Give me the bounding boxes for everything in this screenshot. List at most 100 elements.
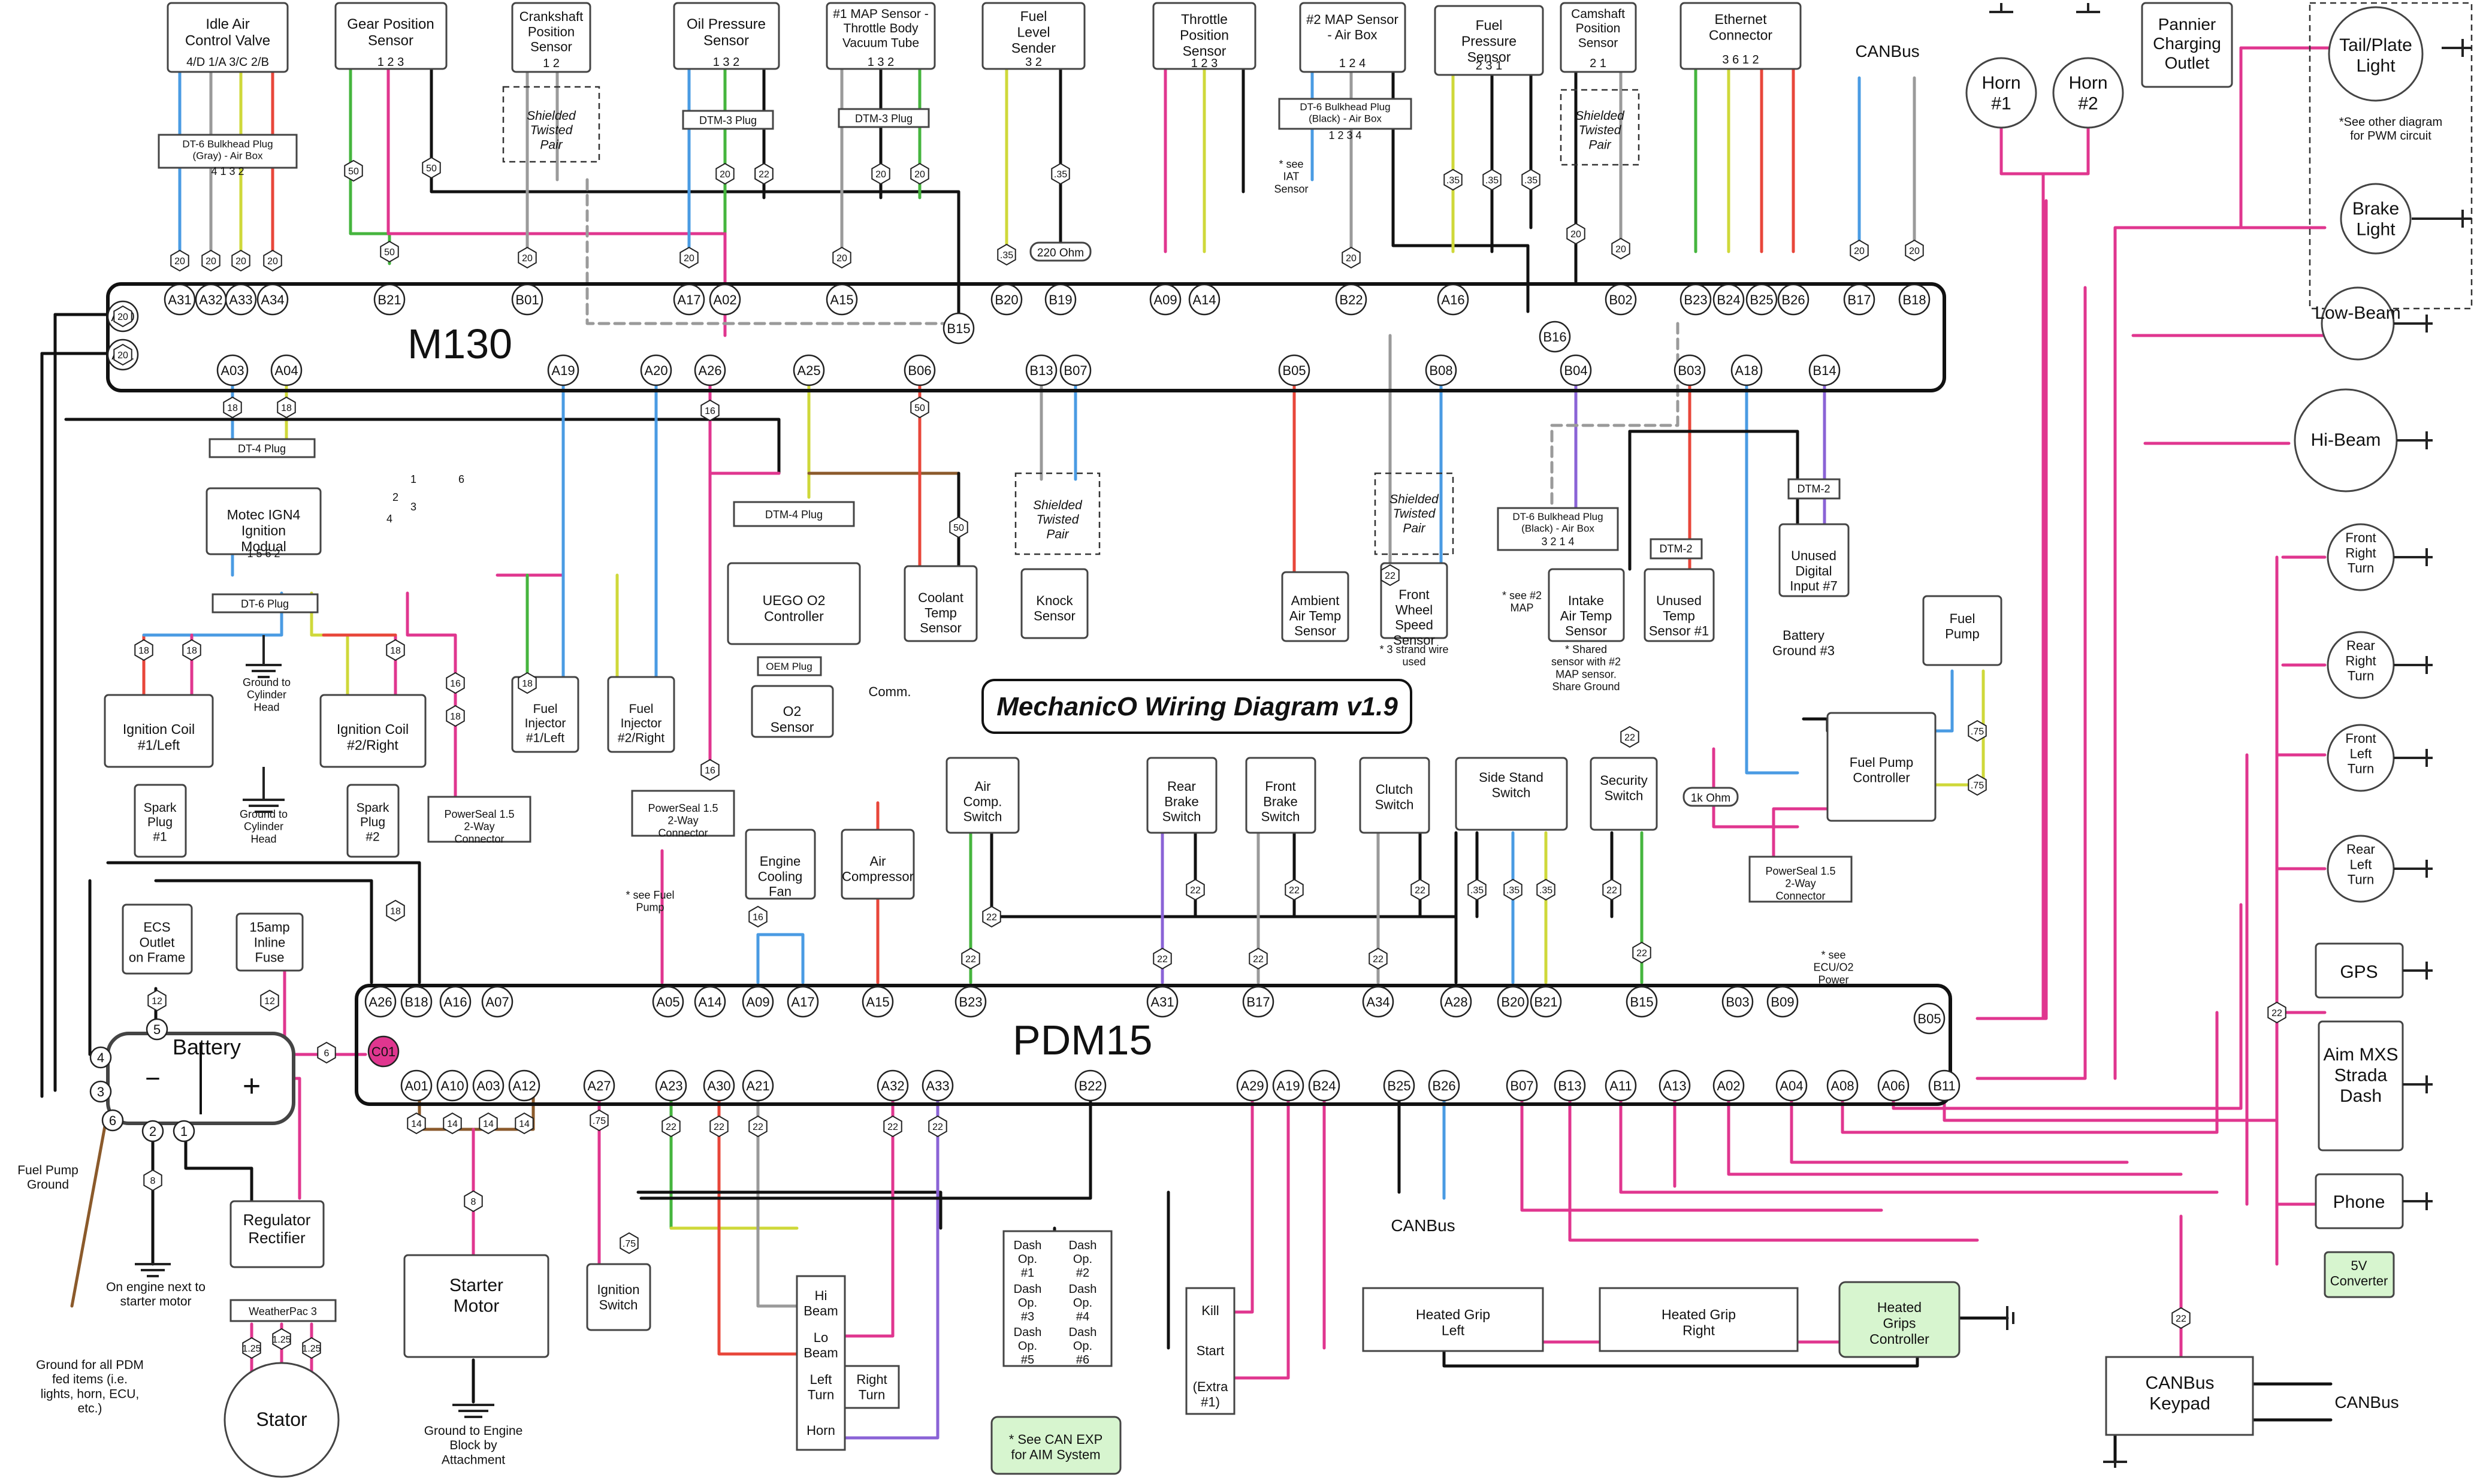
wire-gauge-badge: 20: [201, 249, 220, 272]
svg-text:B19: B19: [1049, 292, 1072, 307]
pins-bulkhead-black-2: 3 2 1 4: [1541, 536, 1574, 548]
pdm-pin-c01: C01: [367, 1035, 400, 1068]
svg-text:A21: A21: [746, 1078, 769, 1093]
svg-text:B26: B26: [1781, 292, 1805, 307]
pdm-bottom-pin: A08: [1826, 1069, 1859, 1102]
svg-text:22: 22: [666, 1122, 676, 1132]
ecu-bottom-pin: A03: [216, 354, 249, 386]
pdm-top-pin: B20: [1497, 986, 1529, 1018]
pins-iac: 4/D 1/A 3/C 2/B: [186, 56, 269, 69]
low-beam: Low-Beam: [2315, 303, 2400, 323]
svg-text:.75: .75: [1971, 781, 1984, 791]
svg-text:A32: A32: [199, 292, 222, 307]
pdm-bottom-pin: B13: [1554, 1069, 1586, 1102]
battery-pin: 5: [146, 1018, 168, 1041]
wire-gauge-badge: 50: [910, 396, 929, 419]
svg-text:20: 20: [1909, 246, 1920, 256]
wire-gauge-badge: 20: [910, 162, 929, 185]
ecu-bottom-pin: B06: [904, 354, 936, 386]
svg-text:B15: B15: [1630, 995, 1653, 1010]
svg-text:22: 22: [1606, 885, 1617, 896]
wire-gauge-badge: 20: [1342, 246, 1361, 269]
wire-gauge-badge: 22: [1410, 878, 1430, 901]
pdm-top-pin: A15: [862, 986, 894, 1018]
svg-text:B03: B03: [1726, 995, 1749, 1010]
hi-beam: Hi-Beam: [2311, 430, 2381, 450]
svg-text:A04: A04: [1780, 1078, 1803, 1093]
svg-text:22: 22: [1636, 948, 1647, 959]
pdm-bottom-pin: A01: [400, 1069, 433, 1102]
pins-fuel-level: 3 2: [1025, 56, 1042, 69]
svg-text:.75: .75: [593, 1116, 606, 1126]
pins-oil: 1 3 2: [713, 56, 739, 69]
ecu-top-pin: A34: [256, 283, 289, 316]
svg-text:22: 22: [753, 1122, 763, 1132]
pdm-bottom-pin: B11: [1928, 1069, 1961, 1102]
wire-gauge-badge: 18: [386, 639, 405, 661]
svg-text:14: 14: [411, 1119, 422, 1129]
svg-text:A17: A17: [677, 292, 700, 307]
svg-text:22: 22: [1157, 954, 1168, 965]
pdm-bottom-pin: A29: [1236, 1069, 1268, 1102]
wire-gauge-badge: 20: [1905, 239, 1924, 262]
wire-gauge-badge: 22: [1602, 878, 1621, 901]
ecu-top-pin: A17: [673, 283, 705, 316]
plug-weatherpac: WeatherPac 3: [249, 1305, 317, 1317]
note-comm: Comm.: [869, 684, 911, 699]
svg-text:18: 18: [390, 906, 401, 917]
svg-text:20: 20: [117, 350, 128, 361]
pdm-top-pin: A28: [1440, 986, 1472, 1018]
ecu-bottom-pin: B14: [1808, 354, 1841, 386]
svg-text:16: 16: [450, 679, 461, 689]
wire-gauge-badge: 16: [700, 399, 720, 422]
svg-text:B23: B23: [959, 995, 982, 1010]
svg-text:22: 22: [965, 954, 976, 965]
svg-text:B06: B06: [908, 363, 931, 378]
svg-text:A06: A06: [1881, 1078, 1905, 1093]
svg-text:B14: B14: [1813, 363, 1836, 378]
ecu-bottom-pin: A20: [640, 354, 672, 386]
plug-dt4: DT-4 Plug: [238, 443, 286, 455]
wire-gauge-badge: 14: [479, 1112, 498, 1135]
svg-text:1: 1: [180, 1124, 188, 1139]
wire-gauge-badge: 22: [1620, 726, 1639, 748]
wire-gauge-badge: 1.25: [242, 1337, 261, 1359]
svg-text:A02: A02: [713, 292, 736, 307]
wire-gauge-badge: .75: [620, 1232, 639, 1255]
svg-text:8: 8: [150, 1176, 156, 1186]
ecu-top-pin: B23: [1679, 283, 1712, 316]
start: Start: [1197, 1343, 1224, 1358]
svg-text:22: 22: [2176, 1314, 2186, 1324]
svg-text:12: 12: [152, 996, 162, 1007]
svg-text:1.25: 1.25: [242, 1344, 261, 1354]
svg-text:B04: B04: [1564, 363, 1587, 378]
pdm-bottom-pin: A27: [583, 1069, 615, 1102]
ecu-top-pin: A14: [1188, 283, 1221, 316]
ecu-bottom-pin: B08: [1425, 354, 1457, 386]
wire-gauge-badge: 20: [231, 249, 250, 272]
svg-text:B02: B02: [1609, 292, 1632, 307]
wire-gauge-badge: 20: [1566, 222, 1585, 245]
svg-text:1.25: 1.25: [272, 1335, 291, 1345]
battery-pin: 2: [141, 1120, 164, 1143]
battery-pin: 3: [89, 1080, 112, 1103]
